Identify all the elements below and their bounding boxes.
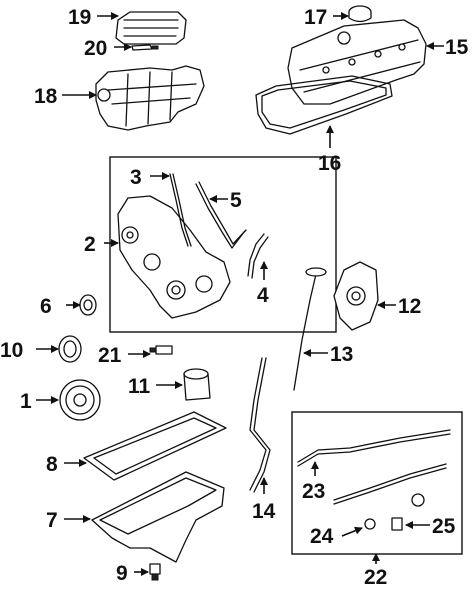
callout-1: 1	[20, 390, 32, 413]
callout-16: 16	[318, 152, 341, 175]
callout-13: 13	[330, 343, 353, 366]
leader-lines	[36, 12, 444, 576]
oil-cooler-lines-part	[297, 429, 451, 531]
seal-part	[247, 233, 265, 277]
callout-14: 14	[252, 500, 276, 523]
drain-plug-part	[149, 563, 161, 581]
callout-2: 2	[84, 233, 96, 256]
callout-10: 10	[0, 339, 23, 362]
oil-filter-part	[183, 368, 211, 401]
callout-18: 18	[34, 85, 58, 108]
callout-24: 24	[310, 525, 334, 548]
callout-9: 9	[116, 562, 128, 585]
callout-15: 15	[445, 36, 469, 59]
callout-19: 19	[68, 6, 91, 29]
callout-12: 12	[398, 295, 421, 318]
callout-17: 17	[304, 6, 327, 29]
callout-7: 7	[46, 509, 58, 532]
crankshaft-seal-part	[58, 335, 82, 363]
timing-cover-part	[117, 195, 231, 319]
callout-21: 21	[98, 344, 122, 367]
valve-cover-gasket-part	[255, 75, 393, 135]
oil-seal-part	[79, 294, 97, 316]
sensor-plug-part	[149, 345, 173, 355]
oil-pan-part	[91, 471, 225, 563]
engine-cover-part	[115, 11, 187, 45]
oil-filler-cap-part	[348, 5, 372, 23]
crankshaft-pulley-part	[59, 379, 101, 421]
dipstick-tube-part	[249, 357, 267, 491]
intake-manifold-part	[95, 65, 205, 131]
valve-cover-part	[287, 19, 427, 105]
callout-25: 25	[432, 515, 456, 538]
callout-22: 22	[364, 566, 387, 589]
callout-11: 11	[128, 375, 151, 398]
callout-6: 6	[40, 295, 52, 318]
callout-23: 23	[302, 480, 325, 503]
timing-gasket-part	[169, 173, 189, 247]
callout-4: 4	[257, 284, 269, 307]
sensor-part	[131, 44, 159, 51]
callout-20: 20	[84, 37, 107, 60]
callout-8: 8	[46, 453, 58, 476]
cover-gasket-part	[195, 183, 245, 249]
callout-3: 3	[130, 166, 142, 189]
callout-5: 5	[230, 189, 242, 212]
timing-cover-group-box	[109, 156, 337, 333]
oil-pump-part	[333, 261, 379, 331]
dipstick-part	[293, 273, 317, 391]
oil-pan-gasket-part	[83, 411, 227, 481]
